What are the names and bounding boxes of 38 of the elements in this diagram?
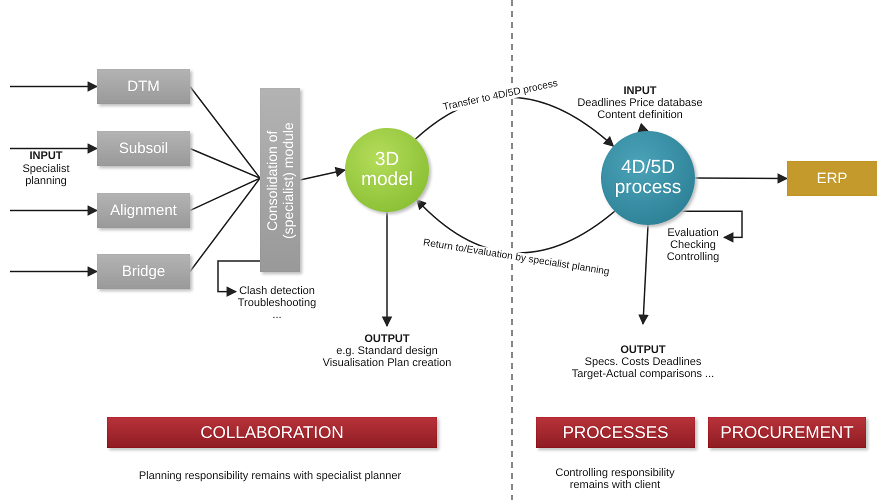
note-text: Specs. Costs Deadlines Target-Actual comparisons ... [570,356,716,380]
heading-text: INPUT [28,150,64,162]
module-box: DTM [97,69,190,104]
heading-text: OUTPUT [364,333,410,345]
arrow [10,266,98,277]
module-box: Bridge [97,254,190,289]
connector-line [189,86,261,179]
arrow [695,173,788,184]
connector-line [189,178,261,272]
arrow [10,81,98,92]
connector-line [190,177,260,212]
arrow [217,260,260,297]
system-box: ERP [787,161,877,196]
heading-text: OUTPUT [620,344,666,356]
section-banner: COLLABORATION [107,417,437,448]
note-text: Planning responsibility remains with specialist planner [138,470,402,482]
arrow [382,212,392,328]
note-text: Evaluation Checking Controlling [666,227,720,263]
connector-line [190,148,260,179]
arrow [300,166,346,181]
heading-text: INPUT [624,85,656,97]
arrow [10,205,98,216]
module-box: Consolidation of (specialist) module [260,88,300,272]
note-text: Deadlines Price database Content definition [576,97,704,121]
arrow [637,122,649,133]
note-text: e.g. Standard design Visualisation Plan creation [322,345,452,369]
arrow [681,210,743,243]
note-text: Specialist planning [21,163,71,187]
note-text: Clash detection Troubleshooting ... [236,285,318,321]
section-banner: PROCESSES [536,417,695,448]
section-banner: PROCUREMENT [708,417,866,448]
note-text: Controlling responsibility remains with client [554,467,676,491]
process-circle: 4D/5D process [601,131,695,225]
module-box: Subsoil [97,131,190,166]
model-circle: 3D model [345,128,429,212]
arrow [10,143,98,154]
arrow [638,224,649,326]
module-box: Alignment [97,193,190,228]
